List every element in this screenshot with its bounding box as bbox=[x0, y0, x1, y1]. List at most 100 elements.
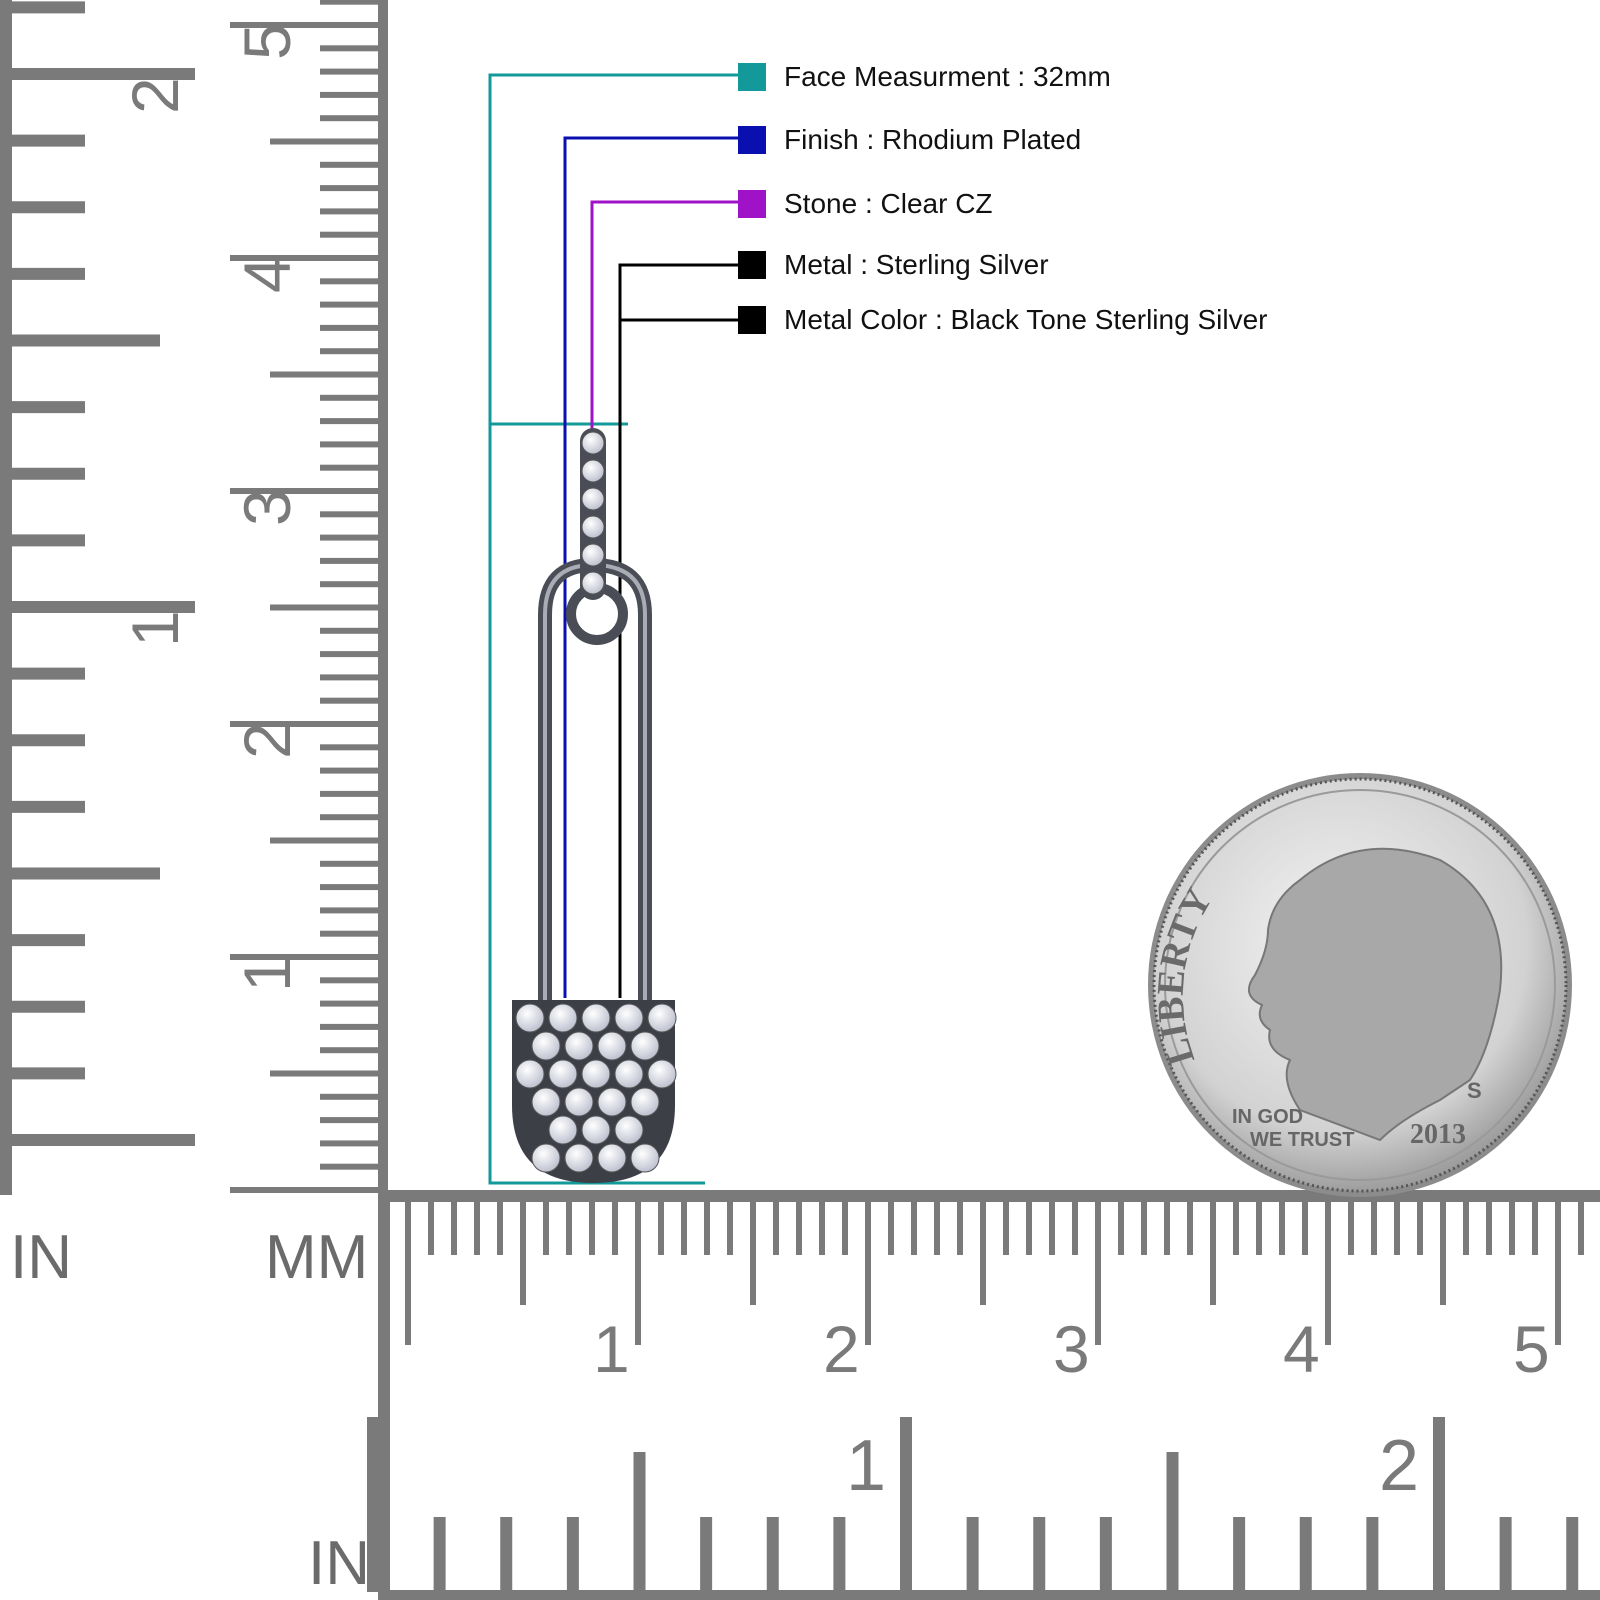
ruler-edge bbox=[378, 0, 388, 1195]
inch-tick bbox=[10, 734, 85, 747]
cz-stone bbox=[515, 1003, 545, 1033]
inch-tick bbox=[700, 1517, 713, 1592]
mm-tick bbox=[320, 441, 380, 448]
cz-stone bbox=[548, 1059, 578, 1089]
cz-stone bbox=[581, 487, 605, 511]
coin-year: 2013 bbox=[1410, 1119, 1466, 1150]
mm-tick bbox=[320, 767, 380, 774]
mm-tick bbox=[320, 814, 380, 821]
mm-tick bbox=[320, 348, 380, 355]
mm-tick bbox=[270, 1070, 380, 1077]
cz-stone bbox=[597, 1143, 627, 1173]
inch-tick bbox=[766, 1517, 779, 1592]
mm-tick bbox=[957, 1195, 963, 1255]
inch-tick bbox=[10, 667, 85, 680]
mm-tick bbox=[270, 837, 380, 844]
mm-tick bbox=[320, 301, 380, 308]
mm-tick bbox=[1555, 1195, 1561, 1345]
inch-tick bbox=[1566, 1517, 1579, 1592]
left-ruler-mm-unit: MM bbox=[265, 1223, 369, 1292]
mm-tick bbox=[865, 1195, 871, 1345]
inch-tick bbox=[10, 334, 160, 347]
mm-tick bbox=[1210, 1195, 1216, 1305]
cz-stone bbox=[630, 1143, 660, 1173]
cz-stone bbox=[581, 1003, 611, 1033]
cz-stone bbox=[548, 1115, 578, 1145]
mm-tick bbox=[320, 1093, 380, 1100]
mm-tick bbox=[320, 1047, 380, 1054]
mm-tick bbox=[320, 324, 380, 331]
mm-tick bbox=[1463, 1195, 1469, 1255]
mm-tick bbox=[1072, 1195, 1078, 1255]
cm-tick-label: 1 bbox=[593, 1312, 630, 1386]
metal-line bbox=[618, 263, 760, 998]
legend-label: Face Measurment : 32mm bbox=[784, 61, 1111, 92]
bottom-ruler-inch-unit: IN bbox=[308, 1529, 370, 1598]
inch-tick-label: 2 bbox=[1379, 1426, 1419, 1506]
inch-tick bbox=[1499, 1517, 1512, 1592]
mm-tick bbox=[320, 977, 380, 984]
mm-tick bbox=[1417, 1195, 1423, 1255]
cz-stone bbox=[581, 1059, 611, 1089]
mm-tick bbox=[230, 721, 380, 727]
mm-tick bbox=[320, 884, 380, 891]
mm-tick bbox=[727, 1195, 733, 1255]
mm-tick bbox=[1003, 1195, 1009, 1255]
inch-tick bbox=[10, 401, 85, 414]
mm-tick bbox=[911, 1195, 917, 1255]
face-measurement-line bbox=[488, 73, 760, 1185]
mm-tick bbox=[658, 1195, 664, 1255]
mm-tick bbox=[819, 1195, 825, 1255]
mm-tick bbox=[320, 697, 380, 704]
cz-stone bbox=[614, 1059, 644, 1089]
mm-tick bbox=[1141, 1195, 1147, 1255]
inch-tick bbox=[1166, 1452, 1179, 1592]
cz-stone bbox=[581, 1115, 611, 1145]
cz-stone bbox=[614, 1115, 644, 1145]
inch-tick bbox=[10, 800, 85, 813]
mm-tick bbox=[773, 1195, 779, 1255]
ruler-edge bbox=[0, 0, 12, 1195]
mm-tick bbox=[1325, 1195, 1331, 1345]
mm-tick bbox=[270, 138, 380, 145]
mm-tick bbox=[1118, 1195, 1124, 1255]
mm-tick bbox=[1348, 1195, 1354, 1255]
mm-tick bbox=[320, 208, 380, 215]
mm-tick bbox=[1532, 1195, 1538, 1255]
mm-tick bbox=[704, 1195, 710, 1255]
mm-tick bbox=[320, 627, 380, 634]
inch-tick bbox=[367, 1417, 379, 1592]
legend-label: Metal Color : Black Tone Sterling Silver bbox=[784, 304, 1268, 335]
legend-metal: Metal : Sterling Silver bbox=[738, 249, 1049, 280]
mm-tick bbox=[230, 488, 380, 494]
cz-stone bbox=[647, 1059, 677, 1089]
cz-stone bbox=[564, 1143, 594, 1173]
cz-stone bbox=[531, 1087, 561, 1117]
mm-tick bbox=[1026, 1195, 1032, 1255]
mm-tick bbox=[230, 1187, 380, 1193]
cz-stone bbox=[515, 1059, 545, 1089]
inch-tick bbox=[1233, 1517, 1246, 1592]
mm-tick bbox=[497, 1195, 503, 1255]
mm-tick bbox=[1164, 1195, 1170, 1255]
mm-tick bbox=[320, 45, 380, 52]
mm-tick bbox=[1440, 1195, 1446, 1305]
left-ruler-inch-unit: IN bbox=[10, 1223, 72, 1292]
cz-stone bbox=[597, 1087, 627, 1117]
coin-motto-line2: WE TRUST bbox=[1250, 1129, 1354, 1151]
mm-tick bbox=[320, 511, 380, 518]
inch-tick bbox=[10, 534, 85, 547]
inch-tick bbox=[10, 1067, 85, 1080]
mm-tick bbox=[520, 1195, 526, 1305]
mm-tick bbox=[1371, 1195, 1377, 1255]
mm-tick bbox=[320, 91, 380, 98]
mm-tick bbox=[320, 1163, 380, 1170]
mm-tick bbox=[405, 1195, 411, 1345]
mm-tick bbox=[612, 1195, 618, 1255]
cm-tick-label: 5 bbox=[1513, 1312, 1550, 1386]
mm-tick bbox=[1049, 1195, 1055, 1255]
black-swatch bbox=[738, 306, 766, 334]
legend-label: Finish : Rhodium Plated bbox=[784, 124, 1082, 155]
